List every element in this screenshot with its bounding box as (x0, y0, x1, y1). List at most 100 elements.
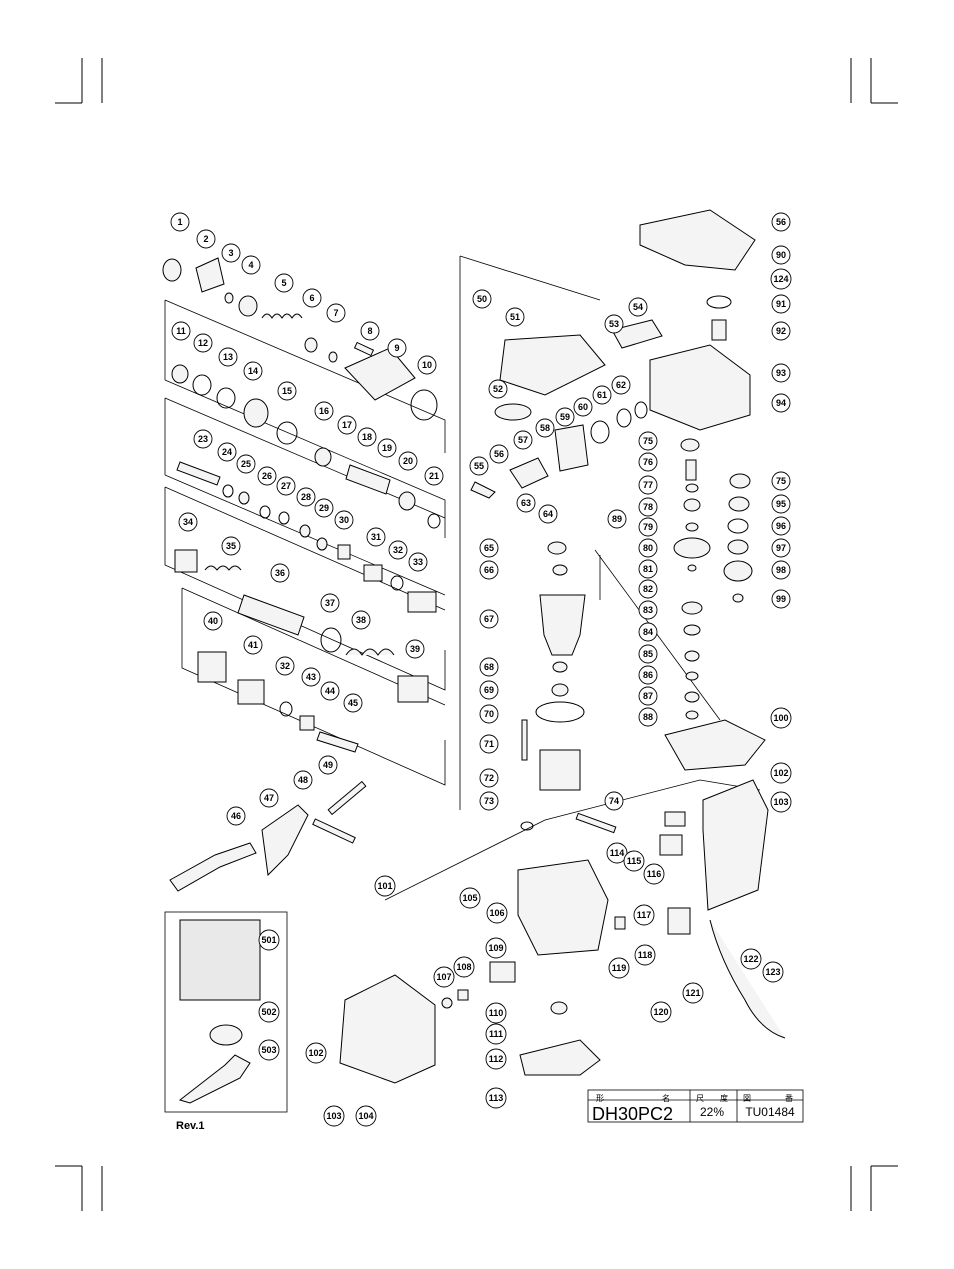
callout-number: 54 (633, 302, 643, 312)
callout-number: 113 (489, 1093, 504, 1103)
callout-circle (479, 609, 499, 629)
callout-73: 73 (479, 791, 499, 811)
callout-circle (433, 966, 455, 988)
callout-circle (592, 385, 612, 405)
callout-63: 63 (516, 493, 536, 513)
callout-circle (638, 644, 658, 664)
callout-circle (486, 902, 508, 924)
callout-number: 8 (367, 326, 372, 336)
callout-number: 58 (540, 423, 550, 433)
callout-62: 62 (611, 375, 631, 395)
callout-number: 60 (578, 402, 588, 412)
callout-circle (485, 1048, 507, 1070)
callout-46: 46 (226, 806, 246, 826)
callout-105: 105 (459, 887, 481, 909)
callout-17: 17 (337, 415, 357, 435)
callout-number: 88 (643, 712, 653, 722)
callout-21: 21 (424, 466, 444, 486)
callout-45: 45 (343, 693, 363, 713)
callout-88: 88 (638, 707, 658, 727)
callout-111: 111 (485, 1023, 507, 1045)
callout-number: 39 (410, 644, 420, 654)
callout-circle (293, 770, 313, 790)
callout-number: 27 (281, 481, 291, 491)
callout-number: 43 (306, 672, 316, 682)
callout-circle (638, 475, 658, 495)
callout-112: 112 (485, 1048, 507, 1070)
callout-circle (417, 355, 437, 375)
callout-number: 38 (356, 615, 366, 625)
callout-number: 10 (422, 360, 432, 370)
callout-number: 118 (638, 950, 653, 960)
callout-number: 25 (241, 459, 251, 469)
callout-95: 95 (771, 494, 791, 514)
callout-circle (296, 487, 316, 507)
callout-circle (633, 904, 655, 926)
callout-circle (740, 948, 762, 970)
callout-78: 78 (638, 497, 658, 517)
callout-circle (387, 338, 407, 358)
callout-75: 75 (638, 431, 658, 451)
title-ref-header: 図 番 (743, 1094, 799, 1103)
callout-circle (634, 944, 656, 966)
callout-number: 89 (612, 514, 622, 524)
callout-40: 40 (203, 611, 223, 631)
callout-number: 107 (436, 972, 451, 982)
callout-circle (479, 768, 499, 788)
callout-501: 501 (258, 929, 280, 951)
callout-54: 54 (628, 297, 648, 317)
callout-84: 84 (638, 622, 658, 642)
callout-57: 57 (513, 430, 533, 450)
callout-circle (351, 610, 371, 630)
callout-number: 32 (280, 661, 290, 671)
callout-number: 102 (773, 768, 788, 778)
callout-number: 77 (643, 480, 653, 490)
callout-number: 96 (776, 521, 786, 531)
callout-93: 93 (771, 363, 791, 383)
callout-116: 116 (643, 863, 665, 885)
callout-number: 30 (339, 515, 349, 525)
callout-number: 92 (776, 326, 786, 336)
callout-number: 31 (371, 532, 381, 542)
callout-number: 84 (643, 627, 653, 637)
callout-23: 23 (193, 429, 213, 449)
callout-number: 100 (773, 713, 788, 723)
callout-circle (771, 393, 791, 413)
callout-34: 34 (178, 512, 198, 532)
callout-number: 50 (477, 294, 487, 304)
callout-number: 503 (261, 1045, 276, 1055)
callout-70: 70 (479, 704, 499, 724)
callout-18: 18 (357, 427, 377, 447)
callout-number: 52 (493, 384, 503, 394)
callout-number: 67 (484, 614, 494, 624)
callout-number: 35 (226, 541, 236, 551)
callout-circle (638, 686, 658, 706)
callout-87: 87 (638, 686, 658, 706)
callout-number: 93 (776, 368, 786, 378)
callout-103: 103 (770, 791, 792, 813)
callout-117: 117 (633, 904, 655, 926)
callout-circle (638, 665, 658, 685)
callout-52: 52 (488, 379, 508, 399)
callout-36: 36 (270, 563, 290, 583)
callout-number: 41 (248, 640, 258, 650)
callout-circle (259, 788, 279, 808)
callout-102: 102 (305, 1042, 327, 1064)
callout-number: 105 (462, 893, 477, 903)
callout-6: 6 (302, 288, 322, 308)
callout-104: 104 (355, 1105, 377, 1127)
callout-1: 1 (170, 212, 190, 232)
callout-92: 92 (771, 321, 791, 341)
callout-circle (638, 622, 658, 642)
callout-99: 99 (771, 589, 791, 609)
callout-number: 48 (298, 775, 308, 785)
callout-number: 76 (643, 457, 653, 467)
callout-number: 111 (489, 1029, 503, 1039)
callout-circle (606, 842, 628, 864)
callout-circle (608, 957, 630, 979)
callout-number: 33 (413, 557, 423, 567)
callout-number: 7 (333, 308, 338, 318)
callout-circle (611, 375, 631, 395)
callout-circle (257, 466, 277, 486)
